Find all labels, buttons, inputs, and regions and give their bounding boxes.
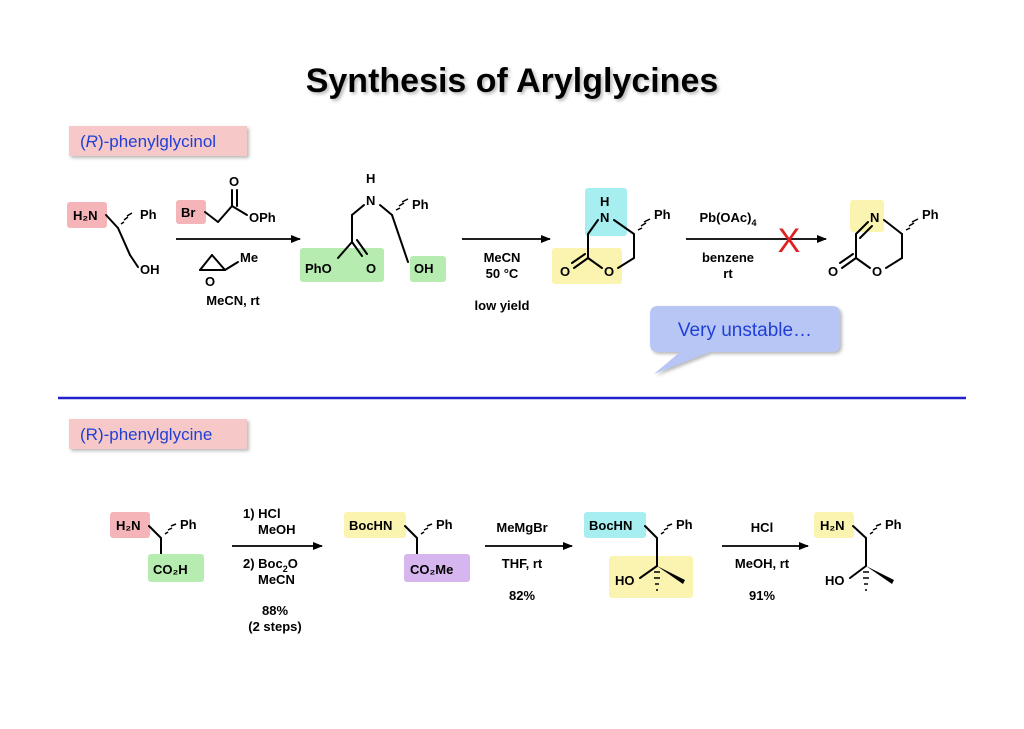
svg-text:O: O bbox=[205, 274, 215, 289]
svg-text:O: O bbox=[828, 264, 838, 279]
svg-text:O: O bbox=[872, 264, 882, 279]
svg-text:N: N bbox=[600, 210, 609, 225]
svg-text:HO: HO bbox=[825, 573, 845, 588]
page-title: Synthesis of Arylglycines bbox=[306, 62, 719, 100]
s2-step1-line3: 2) Boc2O bbox=[243, 556, 298, 574]
failure-cross-icon: X bbox=[778, 222, 801, 260]
s2-step2-yield: 82% bbox=[509, 588, 535, 603]
svg-text:Ph: Ph bbox=[180, 517, 197, 532]
svg-text:(R)-phenylglycinol: (R)-phenylglycinol bbox=[80, 132, 216, 151]
svg-text:Ph: Ph bbox=[922, 207, 939, 222]
step3-solvent: benzene bbox=[702, 250, 754, 265]
step3-reagent: Pb(OAc)4 bbox=[699, 210, 756, 228]
section1-tag: (R)-phenylglycinol bbox=[69, 126, 247, 156]
instability-callout: Very unstable… bbox=[650, 306, 840, 374]
svg-text:OH: OH bbox=[414, 261, 434, 276]
s2-step3-line1: HCl bbox=[751, 520, 773, 535]
svg-text:(R)-phenylglycine: (R)-phenylglycine bbox=[80, 425, 212, 444]
step1-reagents: Br O OPh bbox=[176, 174, 276, 225]
epoxide-reagent: Me O MeCN, rt bbox=[199, 250, 260, 308]
svg-text:Br: Br bbox=[181, 205, 195, 220]
svg-text:Ph: Ph bbox=[676, 517, 693, 532]
svg-text:CO₂Me: CO₂Me bbox=[410, 562, 453, 577]
svg-text:CO₂H: CO₂H bbox=[153, 562, 188, 577]
svg-text:N: N bbox=[366, 193, 375, 208]
svg-text:PhO: PhO bbox=[305, 261, 332, 276]
dehydromorpholinone-structure: N O O Ph bbox=[828, 200, 939, 279]
s2-step3-line2: MeOH, rt bbox=[735, 556, 790, 571]
svg-text:O: O bbox=[229, 174, 239, 189]
svg-text:H: H bbox=[366, 171, 375, 186]
amino-alcohol-structure: H₂N Ph HO bbox=[814, 512, 902, 591]
step2-condition-2: 50 °C bbox=[486, 266, 519, 281]
s2-step2-line2: THF, rt bbox=[502, 556, 543, 571]
svg-text:H₂N: H₂N bbox=[116, 518, 141, 533]
amine-label: H₂N bbox=[73, 208, 98, 223]
hydroxyl-label: OH bbox=[140, 262, 160, 277]
svg-text:O: O bbox=[604, 264, 614, 279]
morpholinone-structure: H N O O Ph bbox=[552, 188, 671, 284]
step2-condition-1: MeCN bbox=[484, 250, 521, 265]
svg-text:Ph: Ph bbox=[436, 517, 453, 532]
boc-alcohol-structure: BocHN Ph HO bbox=[584, 512, 693, 598]
boc-ester-structure: BocHN Ph CO₂Me bbox=[344, 512, 470, 582]
svg-text:H₂N: H₂N bbox=[820, 518, 845, 533]
svg-text:Ph: Ph bbox=[654, 207, 671, 222]
svg-text:H: H bbox=[600, 194, 609, 209]
s2-step1-line2: MeOH bbox=[258, 522, 296, 537]
step2-note: low yield bbox=[475, 298, 530, 313]
phenylglycine-structure: H₂N Ph CO₂H bbox=[110, 512, 204, 582]
section2-tag: (R)-phenylglycine bbox=[69, 419, 247, 449]
callout-text: Very unstable… bbox=[678, 320, 812, 341]
s2-step2-line1: MeMgBr bbox=[496, 520, 547, 535]
svg-text:Ph: Ph bbox=[412, 197, 429, 212]
phenylglycinol-structure: H₂N Ph OH bbox=[67, 202, 160, 277]
svg-text:Ph: Ph bbox=[885, 517, 902, 532]
svg-text:OPh: OPh bbox=[249, 210, 276, 225]
svg-text:Me: Me bbox=[240, 250, 258, 265]
svg-text:BocHN: BocHN bbox=[589, 518, 632, 533]
svg-text:O: O bbox=[366, 261, 376, 276]
s2-step1-yield: 88% bbox=[262, 603, 288, 618]
svg-text:HO: HO bbox=[615, 573, 635, 588]
step3-temperature: rt bbox=[723, 266, 733, 281]
amino-ester-structure: H N PhO O Ph OH bbox=[300, 171, 446, 282]
s2-step3-yield: 91% bbox=[749, 588, 775, 603]
svg-text:BocHN: BocHN bbox=[349, 518, 392, 533]
step1-conditions: MeCN, rt bbox=[206, 293, 260, 308]
s2-step1-line1: 1) HCl bbox=[243, 506, 281, 521]
svg-text:N: N bbox=[870, 210, 879, 225]
phenyl-label: Ph bbox=[140, 207, 157, 222]
s2-step1-yield-note: (2 steps) bbox=[248, 619, 301, 634]
s2-step1-line4: MeCN bbox=[258, 572, 295, 587]
svg-text:O: O bbox=[560, 264, 570, 279]
